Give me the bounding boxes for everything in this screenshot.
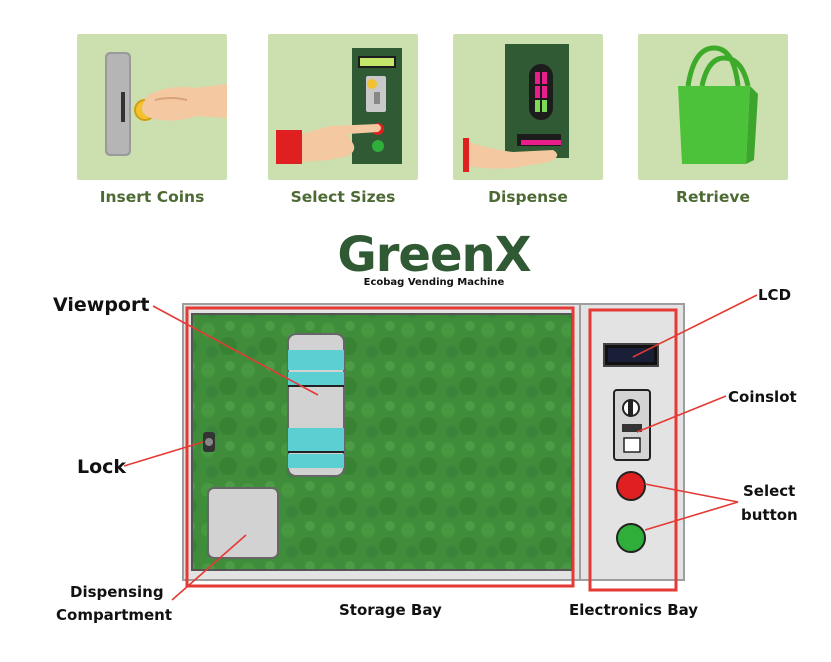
- select-label-line1: Select: [743, 482, 796, 500]
- step-card-select-sizes: [268, 34, 418, 180]
- step-card-retrieve: [638, 34, 788, 180]
- lcd-leader: [632, 294, 758, 358]
- brand-logo: GreenX: [337, 227, 531, 283]
- hand-receiving-bag-icon: [463, 44, 569, 172]
- coinslot-label: Coinslot: [728, 388, 797, 406]
- step-label-dispense: Dispense: [488, 188, 568, 206]
- hand-inserting-coin-icon: [105, 52, 227, 156]
- select-button-red: [616, 471, 646, 501]
- step-label-retrieve: Retrieve: [676, 188, 750, 206]
- coinslot-icon: [613, 389, 651, 461]
- dispensing-label-line1: Dispensing: [70, 583, 164, 601]
- dispensing-compartment: [207, 487, 279, 559]
- electronics-bay-label: Electronics Bay: [569, 601, 699, 619]
- lcd-label: LCD: [758, 286, 792, 304]
- select-label-line2: button: [741, 506, 798, 524]
- lock-leader: [123, 441, 204, 467]
- green-shopping-bag-icon: [678, 45, 758, 164]
- electronics-bay-outline: [588, 308, 678, 592]
- step-card-dispense: [453, 34, 603, 180]
- select-leader-red: [644, 483, 739, 503]
- storage-bay-label: Storage Bay: [339, 601, 442, 619]
- select-button-green: [616, 523, 646, 553]
- coinslot-leader: [636, 395, 727, 433]
- brand-tagline: Ecobag Vending Machine: [363, 277, 505, 288]
- dispensing-leader: [171, 534, 247, 601]
- viewport-leader: [152, 305, 319, 396]
- lock-label: Lock: [77, 456, 127, 478]
- dispensing-label-line2: Compartment: [56, 606, 173, 624]
- bag-stack: [287, 333, 345, 477]
- select-leader-green: [644, 501, 739, 531]
- lock-icon: [203, 432, 215, 452]
- step-label-select-sizes: Select Sizes: [290, 188, 396, 206]
- step-card-insert-coins: [77, 34, 227, 180]
- finger-pressing-button-icon: [276, 48, 402, 164]
- viewport-label: Viewport: [53, 294, 150, 316]
- step-label-insert-coins: Insert Coins: [99, 188, 205, 206]
